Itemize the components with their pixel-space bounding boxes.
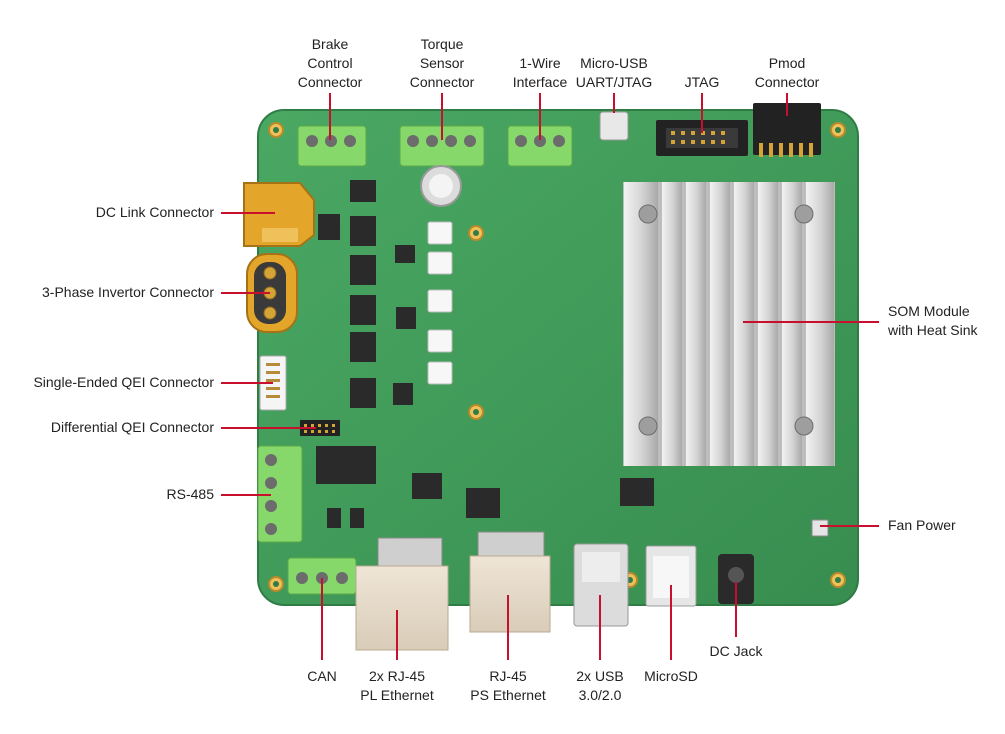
leader-dcjack [735,582,737,637]
rj45-single [469,531,551,633]
label-dc-jack: DC Jack [710,642,763,661]
leader-brake [329,93,331,140]
label-se-qei-text: Single-Ended QEI Connector [33,374,214,390]
heat-sink [623,182,835,466]
leader-rj45-pl [396,610,398,660]
label-microsd: MicroSD [644,667,698,686]
leader-onewire [539,93,541,140]
label-threephase-text: 3-Phase Invertor Connector [42,284,214,300]
label-2x-usb: 2x USB 3.0/2.0 [576,667,623,705]
leader-can [321,578,323,660]
label-2x-rj45-pl: 2x RJ-45 PL Ethernet [360,667,433,705]
label-dclink-text: DC Link Connector [95,204,214,220]
label-brake-control-connector: Brake Control Connector [298,35,363,92]
torque-terminal [399,125,485,167]
leader-se-qei [221,382,273,384]
leader-diff-qei [221,427,316,429]
brake-terminal [297,125,367,167]
three-phase-connector [246,253,298,333]
dc-jack-shape [718,554,754,604]
leader-usb [599,595,601,660]
label-diff-qei-text: Differential QEI Connector [50,419,214,435]
leader-threephase [221,292,270,294]
leader-som [743,321,879,323]
leader-pmod [786,93,788,116]
label-fan-power: Fan Power [888,516,956,535]
leader-rj45-ps [507,595,509,660]
rj45-dual [355,537,449,651]
label-brake-text: Brake Control Connector [297,36,363,90]
rs485-terminal [257,445,303,543]
leader-jtag [701,93,703,133]
label-3-phase-invertor-connector: 3-Phase Invertor Connector [42,283,214,302]
label-usb-text: 2x USB 3.0/2.0 [576,668,624,703]
microsd-slot [645,545,697,607]
label-jtag-text: JTAG [684,74,720,90]
label-dc-link-connector: DC Link Connector [96,203,214,222]
label-differential-qei: Differential QEI Connector [51,418,214,437]
label-torque-sensor-connector: Torque Sensor Connector [410,35,475,92]
se-qei-connector [259,355,287,411]
leader-fan [820,525,879,527]
label-dcjack-text: DC Jack [709,643,763,659]
leader-torque [441,93,443,140]
micro-usb-port [599,111,629,141]
label-can: CAN [307,667,337,686]
label-1-wire-interface: 1-Wire Interface [513,54,567,92]
label-fan-text: Fan Power [888,517,956,533]
label-onewire-text: 1-Wire Interface [512,55,568,90]
label-can-text: CAN [307,668,337,684]
label-torque-text: Torque Sensor Connector [409,36,475,90]
xt60-connector [243,182,315,247]
fan-header [811,519,829,537]
leader-rs485 [221,494,271,496]
jtag-header [656,120,748,156]
label-rs-485: RS-485 [167,485,214,504]
label-rs485-text: RS-485 [166,486,214,502]
usb-stack [573,543,629,627]
label-pmod-connector: Pmod Connector [755,54,820,92]
label-micro-usb: Micro-USB UART/JTAG [576,54,653,92]
label-som-text: SOM Module with Heat Sink [888,303,978,338]
label-rj45-ps: RJ-45 PS Ethernet [470,667,546,705]
label-rj45-ps-text: RJ-45 PS Ethernet [470,668,546,703]
label-som-module: SOM Module with Heat Sink [888,302,977,340]
leader-microsd [670,585,672,660]
leader-dclink [221,212,275,214]
label-rj45-pl-text: 2x RJ-45 PL Ethernet [360,668,434,703]
label-microusb-text: Micro-USB UART/JTAG [575,55,653,90]
pmod-header [753,103,821,157]
label-single-ended-qei: Single-Ended QEI Connector [33,373,214,392]
diff-qei-connector [300,420,340,436]
leader-microusb [613,93,615,113]
label-pmod-text: Pmod Connector [754,55,820,90]
label-jtag: JTAG [685,73,720,92]
label-microsd-text: MicroSD [644,668,698,684]
